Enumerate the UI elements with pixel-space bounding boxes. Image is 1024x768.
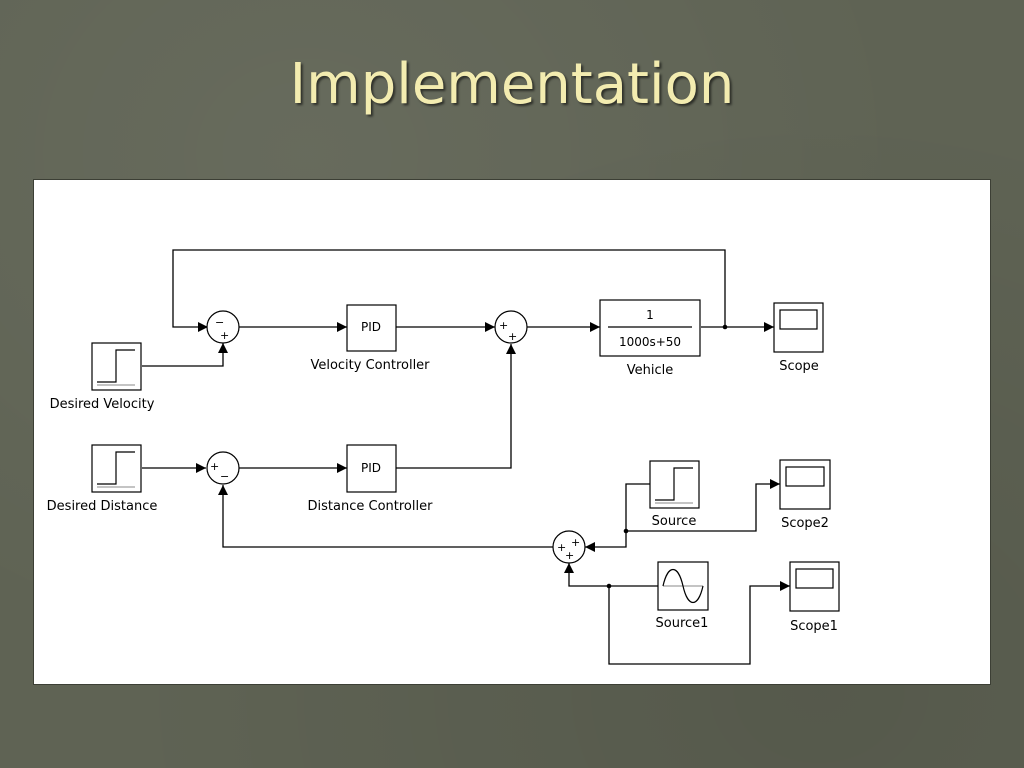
velocity-controller-block[interactable]: PID Velocity Controller [310, 304, 430, 373]
distance-controller-block[interactable]: PID Distance Controller [308, 444, 434, 514]
signal-wires [142, 249, 790, 665]
wire-velocity-feedback [172, 249, 726, 332]
sum-disturbance[interactable]: + + + [552, 530, 586, 564]
scope2-block[interactable]: Scope2 [779, 459, 831, 531]
scope-label: Scope [779, 359, 819, 374]
source1-block[interactable]: Source1 [656, 561, 709, 631]
sum-velocity[interactable]: − + [206, 310, 240, 344]
source-label: Source [652, 514, 697, 529]
vehicle-numerator: 1 [646, 308, 654, 322]
desired-velocity-block[interactable]: Desired Velocity [50, 342, 155, 412]
wire-distance-pid-out [395, 344, 516, 469]
distance-controller-label: Distance Controller [308, 499, 434, 514]
wire-source-to-sum [585, 531, 627, 552]
sum-disturbance-sign-bottom: + [565, 549, 574, 562]
wire-source1-to-sum [564, 563, 658, 587]
vehicle-denominator: 1000s+50 [619, 335, 681, 349]
sum-disturbance-sign-left: + [557, 541, 566, 554]
sum-distance-sign-bottom: − [220, 470, 229, 483]
scope1-label: Scope1 [790, 619, 838, 634]
sum-velocity-sign-top: − [215, 316, 224, 329]
sum-velocity-sign-bottom: + [220, 329, 229, 342]
sum-control[interactable]: + + [494, 310, 528, 344]
step-icon [97, 451, 135, 485]
velocity-controller-label: Velocity Controller [310, 358, 430, 373]
scope2-label: Scope2 [781, 516, 829, 531]
simulink-diagram: Desired Velocity Desired Distance − + + … [34, 180, 990, 684]
wire-source1-to-scope1 [608, 581, 790, 665]
desired-velocity-label: Desired Velocity [50, 397, 155, 412]
source-block[interactable]: Source [649, 460, 700, 529]
sum-control-sign-bottom: + [508, 330, 517, 343]
vehicle-block[interactable]: 1 1000s+50 Vehicle [599, 299, 701, 378]
scope-icon [785, 466, 825, 487]
step-icon [655, 467, 693, 501]
desired-distance-label: Desired Distance [47, 499, 158, 514]
sum-distance[interactable]: + − [206, 451, 240, 485]
slide-title: Implementation [289, 52, 735, 117]
sum-control-sign-left: + [499, 319, 508, 332]
source1-label: Source1 [656, 616, 709, 631]
scope-icon [779, 309, 818, 330]
vehicle-label: Vehicle [627, 363, 674, 378]
wire-source-to-scope2 [625, 479, 780, 532]
wire-disturbance-feedback [218, 485, 553, 548]
desired-distance-block[interactable]: Desired Distance [47, 444, 158, 514]
scope-icon [795, 568, 834, 589]
sine-wave-icon [662, 568, 704, 604]
distance-pid-text: PID [361, 461, 381, 475]
wire-desired-velocity [142, 343, 228, 367]
scope-block[interactable]: Scope [773, 302, 824, 374]
sum-disturbance-sign-top: + [571, 536, 580, 549]
scope1-block[interactable]: Scope1 [789, 561, 840, 634]
velocity-pid-text: PID [361, 320, 381, 334]
step-icon [97, 349, 135, 383]
sum-distance-sign-left: + [210, 460, 219, 473]
